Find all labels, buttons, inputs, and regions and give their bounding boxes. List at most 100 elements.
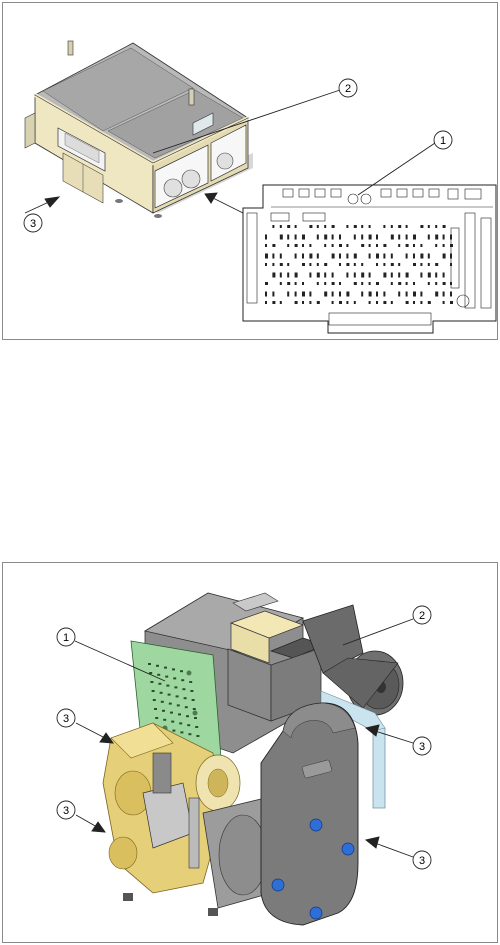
pcb-component bbox=[361, 292, 363, 297]
pcb-component bbox=[406, 282, 408, 285]
pcb-component bbox=[287, 273, 289, 278]
pcb-component bbox=[295, 292, 297, 297]
pcb-component bbox=[317, 235, 319, 240]
front-cover bbox=[261, 703, 358, 925]
pcb-component bbox=[339, 244, 342, 247]
pcb-component bbox=[376, 301, 378, 304]
pcb-component bbox=[406, 273, 409, 278]
callout-3c: 3 bbox=[413, 737, 431, 755]
pcb-component bbox=[361, 263, 363, 266]
pcb-component bbox=[309, 254, 312, 259]
pcb-component bbox=[443, 273, 445, 278]
pcb-component bbox=[272, 263, 274, 266]
pcb-component bbox=[369, 225, 371, 228]
pcb-component bbox=[361, 273, 364, 278]
pcb-component bbox=[272, 254, 274, 259]
pcb-component bbox=[369, 292, 372, 297]
pcb-component bbox=[354, 273, 356, 278]
pcb-component bbox=[280, 263, 283, 266]
pcb-component bbox=[272, 225, 274, 228]
pcb-component bbox=[309, 263, 311, 266]
pcb-trace bbox=[173, 677, 176, 679]
pcb-component bbox=[324, 235, 327, 240]
pcb-component bbox=[383, 301, 386, 304]
pcb-component bbox=[354, 254, 357, 259]
pcb-component bbox=[428, 225, 430, 228]
callout-3: 3 bbox=[24, 214, 42, 232]
pcb-trace bbox=[160, 692, 163, 694]
pcb-component bbox=[450, 235, 452, 240]
pcb-trace bbox=[196, 735, 199, 737]
pcb-trace bbox=[158, 683, 161, 685]
pcb-component bbox=[383, 225, 385, 228]
pcb-component bbox=[420, 263, 422, 266]
pcb-component bbox=[443, 282, 446, 285]
pcb-component bbox=[280, 273, 282, 278]
pcb-trace bbox=[180, 670, 183, 672]
pcb-component bbox=[339, 292, 341, 297]
pcb-component bbox=[450, 301, 453, 304]
pcb-trace bbox=[157, 674, 160, 676]
pcb-component bbox=[265, 292, 267, 297]
pcb-component bbox=[450, 254, 452, 259]
pcb-component bbox=[435, 244, 437, 247]
callout-2: 2 bbox=[339, 79, 357, 97]
pcb-component bbox=[317, 225, 319, 228]
pcb-component bbox=[391, 225, 393, 228]
pcb-component bbox=[376, 263, 378, 266]
pcb-component bbox=[413, 292, 416, 297]
pcb-trace bbox=[193, 708, 196, 710]
pcb-component bbox=[428, 263, 430, 266]
pcb-component bbox=[450, 282, 452, 285]
pcb-component bbox=[420, 292, 422, 297]
callout-3a: 3 bbox=[57, 709, 75, 727]
pcb-component bbox=[443, 244, 445, 247]
pcb-component bbox=[287, 244, 289, 247]
pcb-component bbox=[324, 292, 327, 297]
pcb-trace bbox=[177, 704, 180, 706]
pcb-component bbox=[369, 244, 371, 247]
pcb-component bbox=[280, 254, 282, 259]
svg-text:3: 3 bbox=[419, 855, 425, 867]
pcb-component bbox=[420, 301, 422, 304]
pcb-trace bbox=[180, 731, 183, 733]
instrument-illustration bbox=[25, 41, 253, 218]
pcb-component bbox=[280, 282, 282, 285]
pcb-component bbox=[354, 301, 356, 304]
callout-1: 1 bbox=[57, 628, 75, 646]
circuit-board-illustration bbox=[243, 185, 496, 333]
pcb-trace bbox=[148, 663, 151, 665]
pcb-trace bbox=[181, 679, 184, 681]
pcb-trace bbox=[174, 686, 177, 688]
pcb-component bbox=[302, 235, 305, 240]
pcb-component bbox=[339, 282, 341, 285]
pcb-component bbox=[309, 301, 311, 304]
pcb-component bbox=[369, 254, 371, 259]
pcb-component bbox=[309, 225, 312, 228]
pcb-component bbox=[391, 273, 393, 278]
svg-text:2: 2 bbox=[345, 83, 351, 95]
pcb-trace bbox=[163, 719, 166, 721]
pcb-component bbox=[428, 301, 431, 304]
pcb-component bbox=[272, 301, 275, 304]
callout-3d: 3 bbox=[413, 851, 431, 869]
pcb-component bbox=[324, 273, 326, 278]
pcb-component bbox=[413, 244, 415, 247]
pcb-component bbox=[406, 254, 408, 259]
pcb-component bbox=[398, 244, 400, 247]
pcb-component bbox=[272, 273, 275, 278]
pcb-component bbox=[376, 244, 378, 247]
pcb-component bbox=[295, 225, 297, 228]
pcb-component bbox=[302, 244, 304, 247]
pcb-component bbox=[332, 235, 334, 240]
pcb-trace bbox=[172, 668, 175, 670]
pcb-component bbox=[287, 282, 290, 285]
pcb-component bbox=[332, 244, 334, 247]
pcb-component bbox=[406, 225, 408, 228]
pcb-component bbox=[383, 254, 385, 259]
pcb-component bbox=[443, 225, 446, 228]
pcb-trace bbox=[150, 681, 153, 683]
pcb-component bbox=[309, 273, 311, 278]
pcb-trace bbox=[188, 733, 191, 735]
pcb-component bbox=[272, 244, 275, 247]
